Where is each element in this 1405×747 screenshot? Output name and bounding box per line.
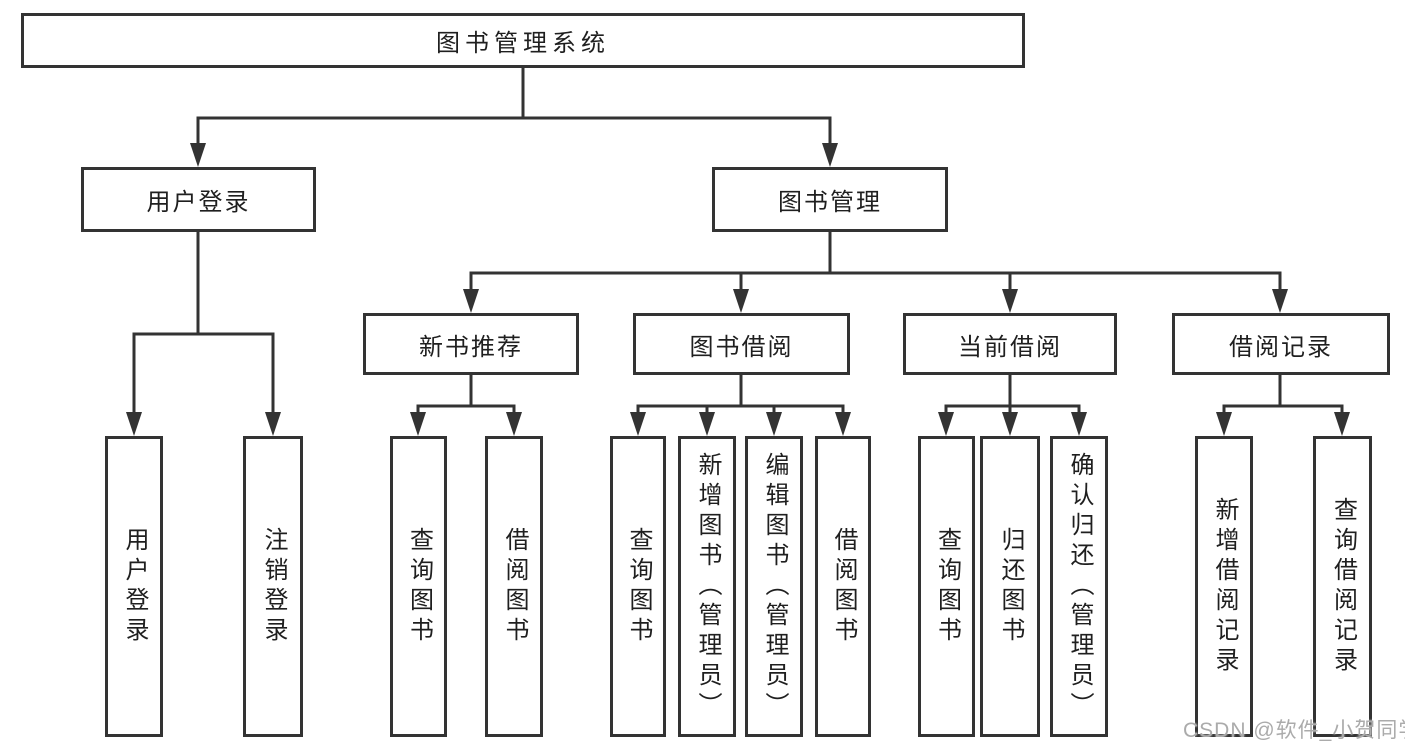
node-root: 图书管理系统 [21,13,1025,68]
leaf-query-book-borrow-label: 查询图书 [625,526,652,647]
node-user-login-label: 用户登录 [146,189,251,216]
node-book-management: 图书管理 [712,167,948,232]
leaf-query-borrow-record-label: 查询借阅记录 [1329,496,1357,677]
leaf-query-book-recommend: 查询图书 [390,436,447,737]
node-current-borrow: 当前借阅 [903,313,1117,375]
leaf-return-book-label: 归还图书 [997,526,1024,647]
node-new-book-recommend-label: 新书推荐 [419,333,523,361]
leaf-borrow-book-recommend: 借阅图书 [485,436,543,737]
node-borrow-records: 借阅记录 [1172,313,1390,375]
node-new-book-recommend: 新书推荐 [363,313,579,375]
leaf-edit-book-admin-label: 编辑图书（管理员） [761,451,788,722]
leaf-query-borrow-record: 查询借阅记录 [1313,436,1372,737]
leaf-borrow-book-label: 借阅图书 [830,526,857,647]
leaf-return-book: 归还图书 [980,436,1040,737]
leaf-query-book-current-label: 查询图书 [933,526,961,647]
csdn-watermark: CSDN @软件_小贺同学 [1183,719,1405,742]
leaf-edit-book-admin: 编辑图书（管理员） [745,436,803,737]
leaf-query-book-current: 查询图书 [918,436,975,737]
node-book-borrow-label: 图书借阅 [689,333,794,361]
leaf-confirm-return-admin-label: 确认归还（管理员） [1066,451,1093,722]
arrowheads [126,143,1350,436]
leaf-query-book-borrow: 查询图书 [610,436,666,737]
leaf-borrow-book: 借阅图书 [815,436,871,737]
node-book-management-label: 图书管理 [778,189,882,216]
leaf-add-book-admin-label: 新增图书（管理员） [694,451,721,722]
leaf-logout-label: 注销登录 [260,526,287,647]
node-user-login: 用户登录 [81,167,316,232]
node-borrow-records-label: 借阅记录 [1229,333,1333,361]
leaf-confirm-return-admin: 确认归还（管理员） [1050,436,1108,737]
node-book-borrow: 图书借阅 [633,313,850,375]
leaf-add-borrow-record: 新增借阅记录 [1195,436,1253,737]
leaf-query-book-recommend-label: 查询图书 [405,526,433,647]
leaf-logout: 注销登录 [243,436,303,737]
leaf-add-borrow-record-label: 新增借阅记录 [1211,496,1238,677]
node-current-borrow-label: 当前借阅 [958,333,1062,361]
leaf-user-login-label: 用户登录 [121,526,148,647]
leaf-user-login: 用户登录 [105,436,163,737]
leaf-add-book-admin: 新增图书（管理员） [678,436,736,737]
leaf-borrow-book-recommend-label: 借阅图书 [501,526,528,647]
node-root-label: 图书管理系统 [436,30,610,57]
